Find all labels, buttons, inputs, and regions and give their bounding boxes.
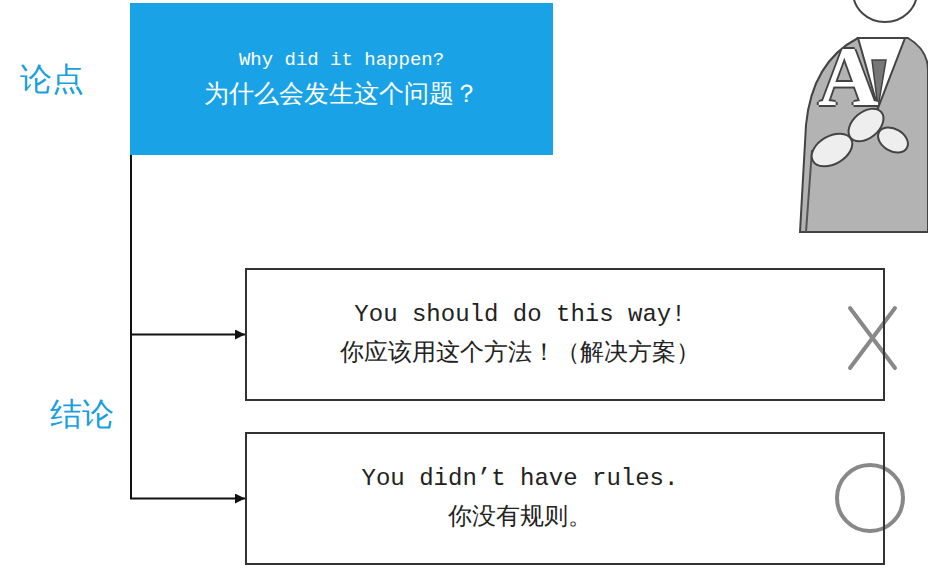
circle-mark	[837, 465, 903, 531]
english-text: You should do this way!	[354, 301, 685, 328]
answer-box: You didn’t have rules. 你没有规则。	[245, 432, 885, 565]
chinese-text: 你没有规则。	[448, 500, 592, 532]
branch-arrow	[131, 155, 245, 499]
branch-arrow	[131, 155, 245, 335]
chinese-text: 为什么会发生这个问题？	[204, 77, 479, 110]
badge-letter: A	[818, 28, 879, 125]
question-box: Why did it happen? 为什么会发生这个问题？	[130, 3, 553, 155]
chinese-text: 你应该用这个方法！（解决方案）	[340, 336, 700, 368]
section-label: 论点	[20, 58, 84, 102]
section-label: 结论	[50, 393, 114, 437]
businessman-figure	[800, 0, 928, 232]
answer-box: You should do this way! 你应该用这个方法！（解决方案）	[245, 268, 885, 401]
english-text: Why did it happen?	[239, 49, 444, 71]
cross-mark	[850, 308, 895, 368]
english-text: You didn’t have rules.	[362, 465, 679, 492]
